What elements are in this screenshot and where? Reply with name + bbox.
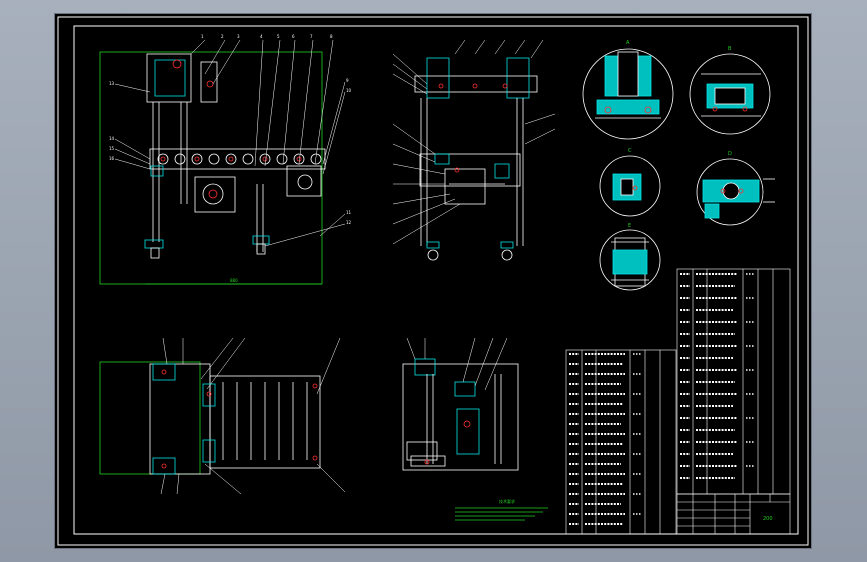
parts-list-left [565,349,677,535]
side-view [392,39,556,261]
detail-a: A [582,40,674,140]
detail-a-label: A [626,40,630,46]
title-block-code: 200 [763,516,773,522]
svg-text:16: 16 [109,156,115,161]
svg-text:4: 4 [260,34,263,39]
top-view [99,337,346,495]
svg-text:10: 10 [346,88,352,93]
detail-e: E [599,223,661,291]
detail-d: D [696,151,775,226]
svg-text:8: 8 [330,34,333,39]
svg-text:3: 3 [237,34,240,39]
detail-d-label: D [728,151,732,157]
svg-text:13: 13 [109,81,115,86]
detail-c-label: C [628,148,632,154]
notes-title: 技术要求 [499,498,515,504]
technical-notes: 技术要求 [455,498,548,521]
svg-text:7: 7 [310,34,313,39]
outer-frame [57,16,809,546]
svg-text:9: 9 [346,78,349,83]
svg-text:12: 12 [346,220,352,225]
parts-list-right [676,268,791,495]
svg-text:14: 14 [109,136,115,141]
detail-c: C [599,148,661,217]
dimension-label: 880 [230,278,238,283]
svg-text:15: 15 [109,146,115,151]
svg-text:2: 2 [221,34,224,39]
svg-text:5: 5 [277,34,280,39]
svg-text:6: 6 [292,34,295,39]
svg-text:11: 11 [346,210,352,215]
detail-b-label: B [728,46,732,52]
detail-b: B [689,46,771,135]
detail-e-label: E [628,223,631,229]
title-block: 200 [676,493,791,535]
svg-text:1: 1 [201,34,204,39]
bottom-right-view [402,337,519,471]
inner-frame [73,25,799,535]
